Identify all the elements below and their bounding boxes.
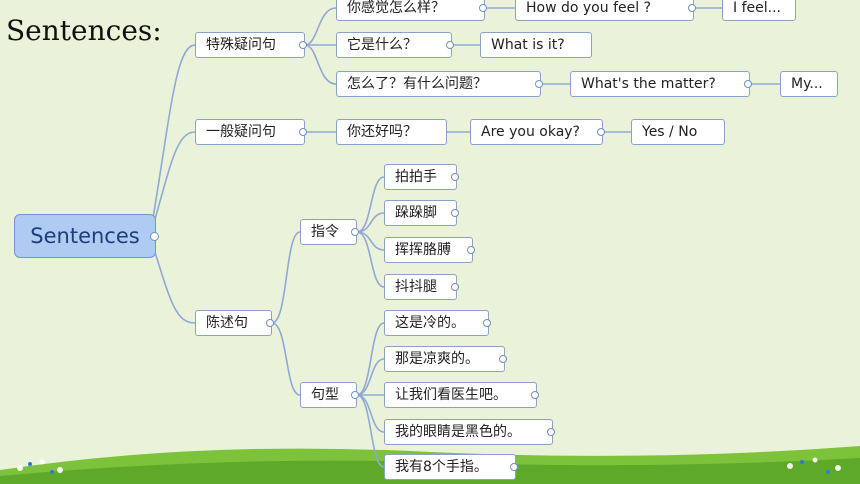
node-label: My... xyxy=(791,76,823,92)
node-label: 我的眼睛是黑色的。 xyxy=(395,424,521,440)
node-label: 怎么了？有什么问题？ xyxy=(347,76,487,92)
node-wave-arms[interactable]: 挥挥胳膊 xyxy=(384,237,475,263)
collapse-toggle-icon[interactable] xyxy=(451,209,459,217)
node-label: 跺跺脚 xyxy=(395,205,437,221)
collapse-toggle-icon[interactable] xyxy=(535,80,543,88)
node-are-you-okay-cn[interactable]: 你还好吗？ xyxy=(336,119,447,145)
node-my-eyes-are-black[interactable]: 我的眼睛是黑色的。 xyxy=(384,419,555,445)
node-label: 指令 xyxy=(311,224,339,240)
root-label: Sentences xyxy=(30,224,140,248)
branch-label: 特殊疑问句 xyxy=(206,37,276,53)
collapse-toggle-icon[interactable] xyxy=(150,232,159,241)
branch-label: 一般疑问句 xyxy=(206,124,276,140)
collapse-toggle-icon[interactable] xyxy=(451,283,459,291)
node-what-is-the-matter-en[interactable]: What's the matter? xyxy=(570,71,752,97)
branch-label: 陈述句 xyxy=(206,315,248,331)
collapse-toggle-icon[interactable] xyxy=(351,228,359,236)
node-label: 挥挥胳膊 xyxy=(395,242,451,258)
node-my[interactable]: My... xyxy=(780,71,838,97)
node-label: Are you okay? xyxy=(481,124,580,140)
node-label: 拍拍手 xyxy=(395,169,437,185)
collapse-toggle-icon[interactable] xyxy=(299,41,307,49)
node-label: 抖抖腿 xyxy=(395,279,437,295)
node-what-is-the-matter-cn[interactable]: 怎么了？有什么问题？ xyxy=(336,71,543,97)
node-clap-hands[interactable]: 拍拍手 xyxy=(384,164,459,190)
collapse-toggle-icon[interactable] xyxy=(299,128,307,136)
node-this-is-cold[interactable]: 这是冷的。 xyxy=(384,310,491,336)
node-instructions[interactable]: 指令 xyxy=(300,219,359,245)
node-i-have-8-fingers[interactable]: 我有8个手指。 xyxy=(384,454,518,480)
node-label: 你还好吗？ xyxy=(347,124,417,140)
branch-general-questions[interactable]: 一般疑问句 xyxy=(195,119,307,145)
node-i-feel[interactable]: I feel... xyxy=(722,0,796,21)
node-label: 这是冷的。 xyxy=(395,315,465,331)
node-label: I feel... xyxy=(733,0,781,16)
collapse-toggle-icon[interactable] xyxy=(510,463,518,471)
root-node[interactable]: Sentences xyxy=(14,214,159,258)
collapse-toggle-icon[interactable] xyxy=(266,319,274,327)
node-label: 你感觉怎么样？ xyxy=(347,0,445,16)
collapse-toggle-icon[interactable] xyxy=(467,246,475,254)
node-label: How do you feel ? xyxy=(526,0,651,16)
branch-declarative[interactable]: 陈述句 xyxy=(195,310,274,336)
node-stamp-feet[interactable]: 跺跺脚 xyxy=(384,200,459,226)
node-label: 句型 xyxy=(311,387,339,403)
collapse-toggle-icon[interactable] xyxy=(688,4,696,12)
node-label: What's the matter? xyxy=(581,76,716,92)
node-how-do-you-feel-cn[interactable]: 你感觉怎么样？ xyxy=(336,0,487,21)
node-label: 我有8个手指。 xyxy=(395,459,488,475)
collapse-toggle-icon[interactable] xyxy=(531,391,539,399)
node-how-do-you-feel-en[interactable]: How do you feel ? xyxy=(515,0,696,21)
branch-special-questions[interactable]: 特殊疑问句 xyxy=(195,32,307,58)
collapse-toggle-icon[interactable] xyxy=(451,173,459,181)
node-shake-legs[interactable]: 抖抖腿 xyxy=(384,274,459,300)
collapse-toggle-icon[interactable] xyxy=(351,391,359,399)
node-label: Yes / No xyxy=(642,124,698,140)
node-lets-see-doctor[interactable]: 让我们看医生吧。 xyxy=(384,382,539,408)
node-are-you-okay-en[interactable]: Are you okay? xyxy=(470,119,605,145)
collapse-toggle-icon[interactable] xyxy=(597,128,605,136)
node-sentence-patterns[interactable]: 句型 xyxy=(300,382,359,408)
node-label: What is it? xyxy=(491,37,565,53)
node-label: 让我们看医生吧。 xyxy=(395,387,507,403)
collapse-toggle-icon[interactable] xyxy=(547,428,555,436)
collapse-toggle-icon[interactable] xyxy=(446,41,454,49)
node-what-is-it-cn[interactable]: 它是什么？ xyxy=(336,32,454,58)
collapse-toggle-icon[interactable] xyxy=(483,319,491,327)
node-label: 那是凉爽的。 xyxy=(395,351,479,367)
node-what-is-it-en[interactable]: What is it? xyxy=(480,32,592,58)
node-that-is-cool[interactable]: 那是凉爽的。 xyxy=(384,346,507,372)
collapse-toggle-icon[interactable] xyxy=(479,4,487,12)
node-yes-no[interactable]: Yes / No xyxy=(631,119,725,145)
collapse-toggle-icon[interactable] xyxy=(744,80,752,88)
collapse-toggle-icon[interactable] xyxy=(499,355,507,363)
node-label: 它是什么？ xyxy=(347,37,417,53)
page-title: Sentences: xyxy=(6,14,162,47)
